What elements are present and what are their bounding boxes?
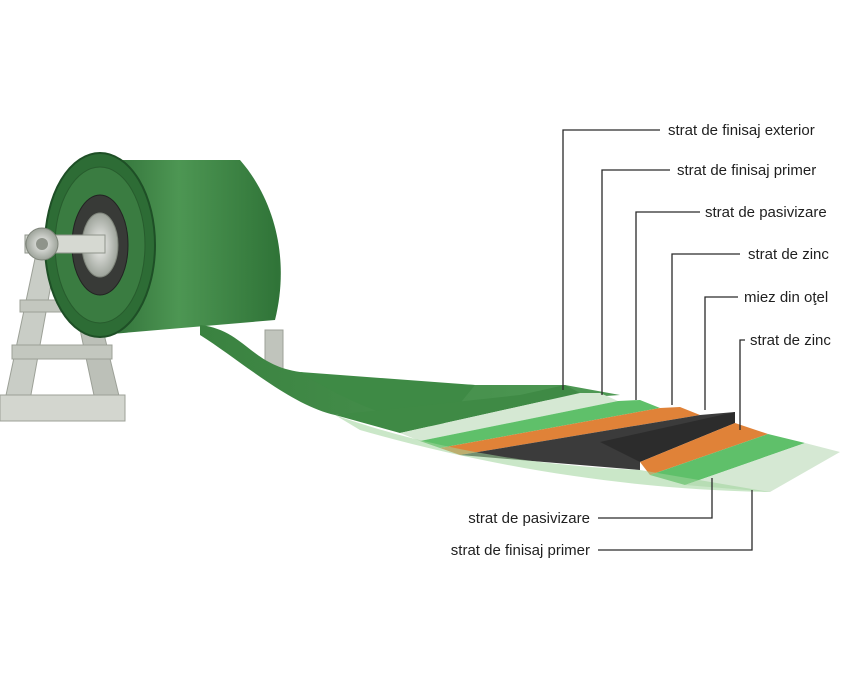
layer-steps xyxy=(335,385,840,492)
steel-coil xyxy=(24,152,281,338)
label-zinc-top: strat de zinc xyxy=(748,246,829,263)
layer-finish-exterior xyxy=(335,385,580,433)
layer-primer-bottom xyxy=(685,443,840,492)
layer-passivation-top xyxy=(420,400,660,448)
layer-passivation-bottom xyxy=(650,434,805,485)
layer-primer-top xyxy=(400,393,618,441)
label-finish-exterior: strat de finisaj exterior xyxy=(668,122,815,139)
layer-zinc-top xyxy=(440,407,700,455)
label-primer-bottom: strat de finisaj primer xyxy=(451,542,590,559)
label-primer-top: strat de finisaj primer xyxy=(677,162,816,179)
label-zinc-bottom: strat de zinc xyxy=(750,332,831,349)
layer-steel-core xyxy=(460,412,735,470)
layer-zinc-bottom xyxy=(640,423,768,475)
layer-labels: strat de finisaj exterior strat de finis… xyxy=(451,122,832,559)
layer-steel-core-face xyxy=(600,412,735,462)
label-steel-core: miez din oţel xyxy=(744,289,828,306)
leader-lines xyxy=(562,129,753,551)
label-passivation-bottom: strat de pasivizare xyxy=(468,510,590,527)
label-passivation-top: strat de pasivizare xyxy=(705,204,827,221)
